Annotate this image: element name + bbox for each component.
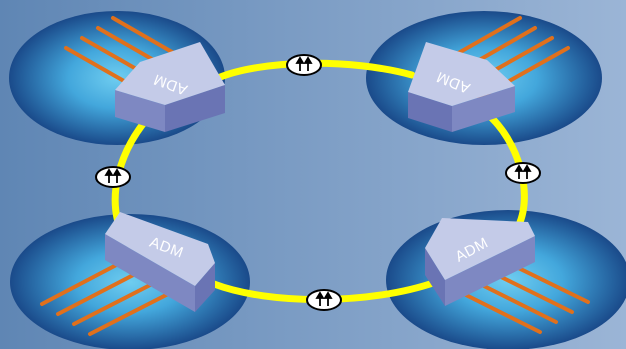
adm-side-face: [105, 234, 195, 312]
double-up-arrow-icon: [95, 166, 131, 188]
adm-side-face: [115, 90, 165, 132]
adm-side-face: [425, 248, 445, 306]
adm-side-face: [445, 236, 535, 306]
adm-top-face: [425, 218, 535, 280]
adm-top-face: [408, 42, 515, 106]
adm-top-face: [115, 42, 225, 105]
tributary-lines-bottom-left: [40, 260, 174, 336]
adm-side-face: [408, 92, 452, 132]
adm-node-top-right[interactable]: ADM: [408, 42, 515, 132]
double-up-arrow-icon: [286, 54, 322, 76]
adm-side-face: [195, 263, 215, 312]
adm-side-face: [165, 85, 225, 132]
adm-node-bottom-right[interactable]: ADM: [425, 218, 535, 306]
adm-top-face: [105, 212, 215, 286]
adm-side-face: [452, 86, 515, 132]
adm-node-top-left[interactable]: ADM: [115, 42, 225, 132]
adm-node-bottom-left[interactable]: ADM: [105, 212, 215, 312]
double-up-arrow-icon: [306, 289, 342, 311]
double-up-arrow-icon: [505, 162, 541, 184]
